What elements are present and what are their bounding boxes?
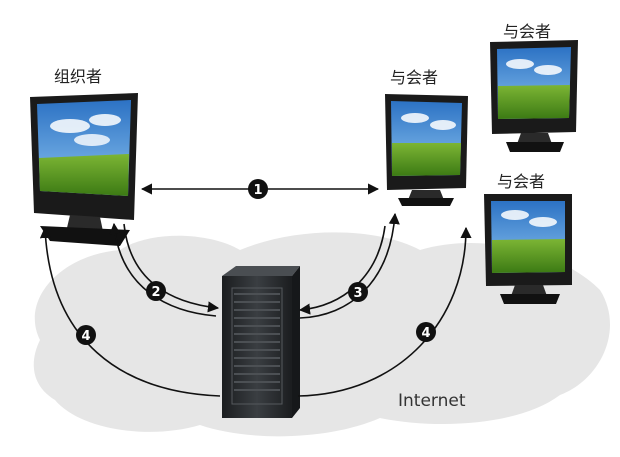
participant-monitor-2-icon <box>490 40 578 152</box>
internet-label: Internet <box>398 391 466 411</box>
organizer-label: 组织者 <box>54 67 103 86</box>
participant-monitor-1-icon <box>385 94 468 206</box>
arrow-step-4-right <box>297 226 472 397</box>
server-rack-icon <box>222 266 300 418</box>
step-badge-4-right-text: 4 <box>421 326 430 341</box>
step-badge-1-text: 1 <box>253 183 262 198</box>
step-badge-3-text: 3 <box>353 286 362 301</box>
participant-3-label: 与会者 <box>497 172 546 191</box>
step-badge-4-left-text: 4 <box>81 329 90 344</box>
organizer-monitor-icon <box>30 93 138 246</box>
step-badge-3: 3 <box>348 282 368 302</box>
step-badge-4-left: 4 <box>76 325 96 345</box>
arrow-step-4-left <box>39 226 221 397</box>
step-badge-2-text: 2 <box>151 285 160 300</box>
step-badge-1: 1 <box>248 179 268 199</box>
internet-cloud-icon <box>33 232 611 437</box>
step-badge-4-right: 4 <box>416 322 436 342</box>
step-badge-2: 2 <box>146 281 166 301</box>
participant-2-label: 与会者 <box>503 22 552 41</box>
participant-monitor-3-icon <box>484 194 572 304</box>
participant-1-label: 与会者 <box>390 68 439 87</box>
